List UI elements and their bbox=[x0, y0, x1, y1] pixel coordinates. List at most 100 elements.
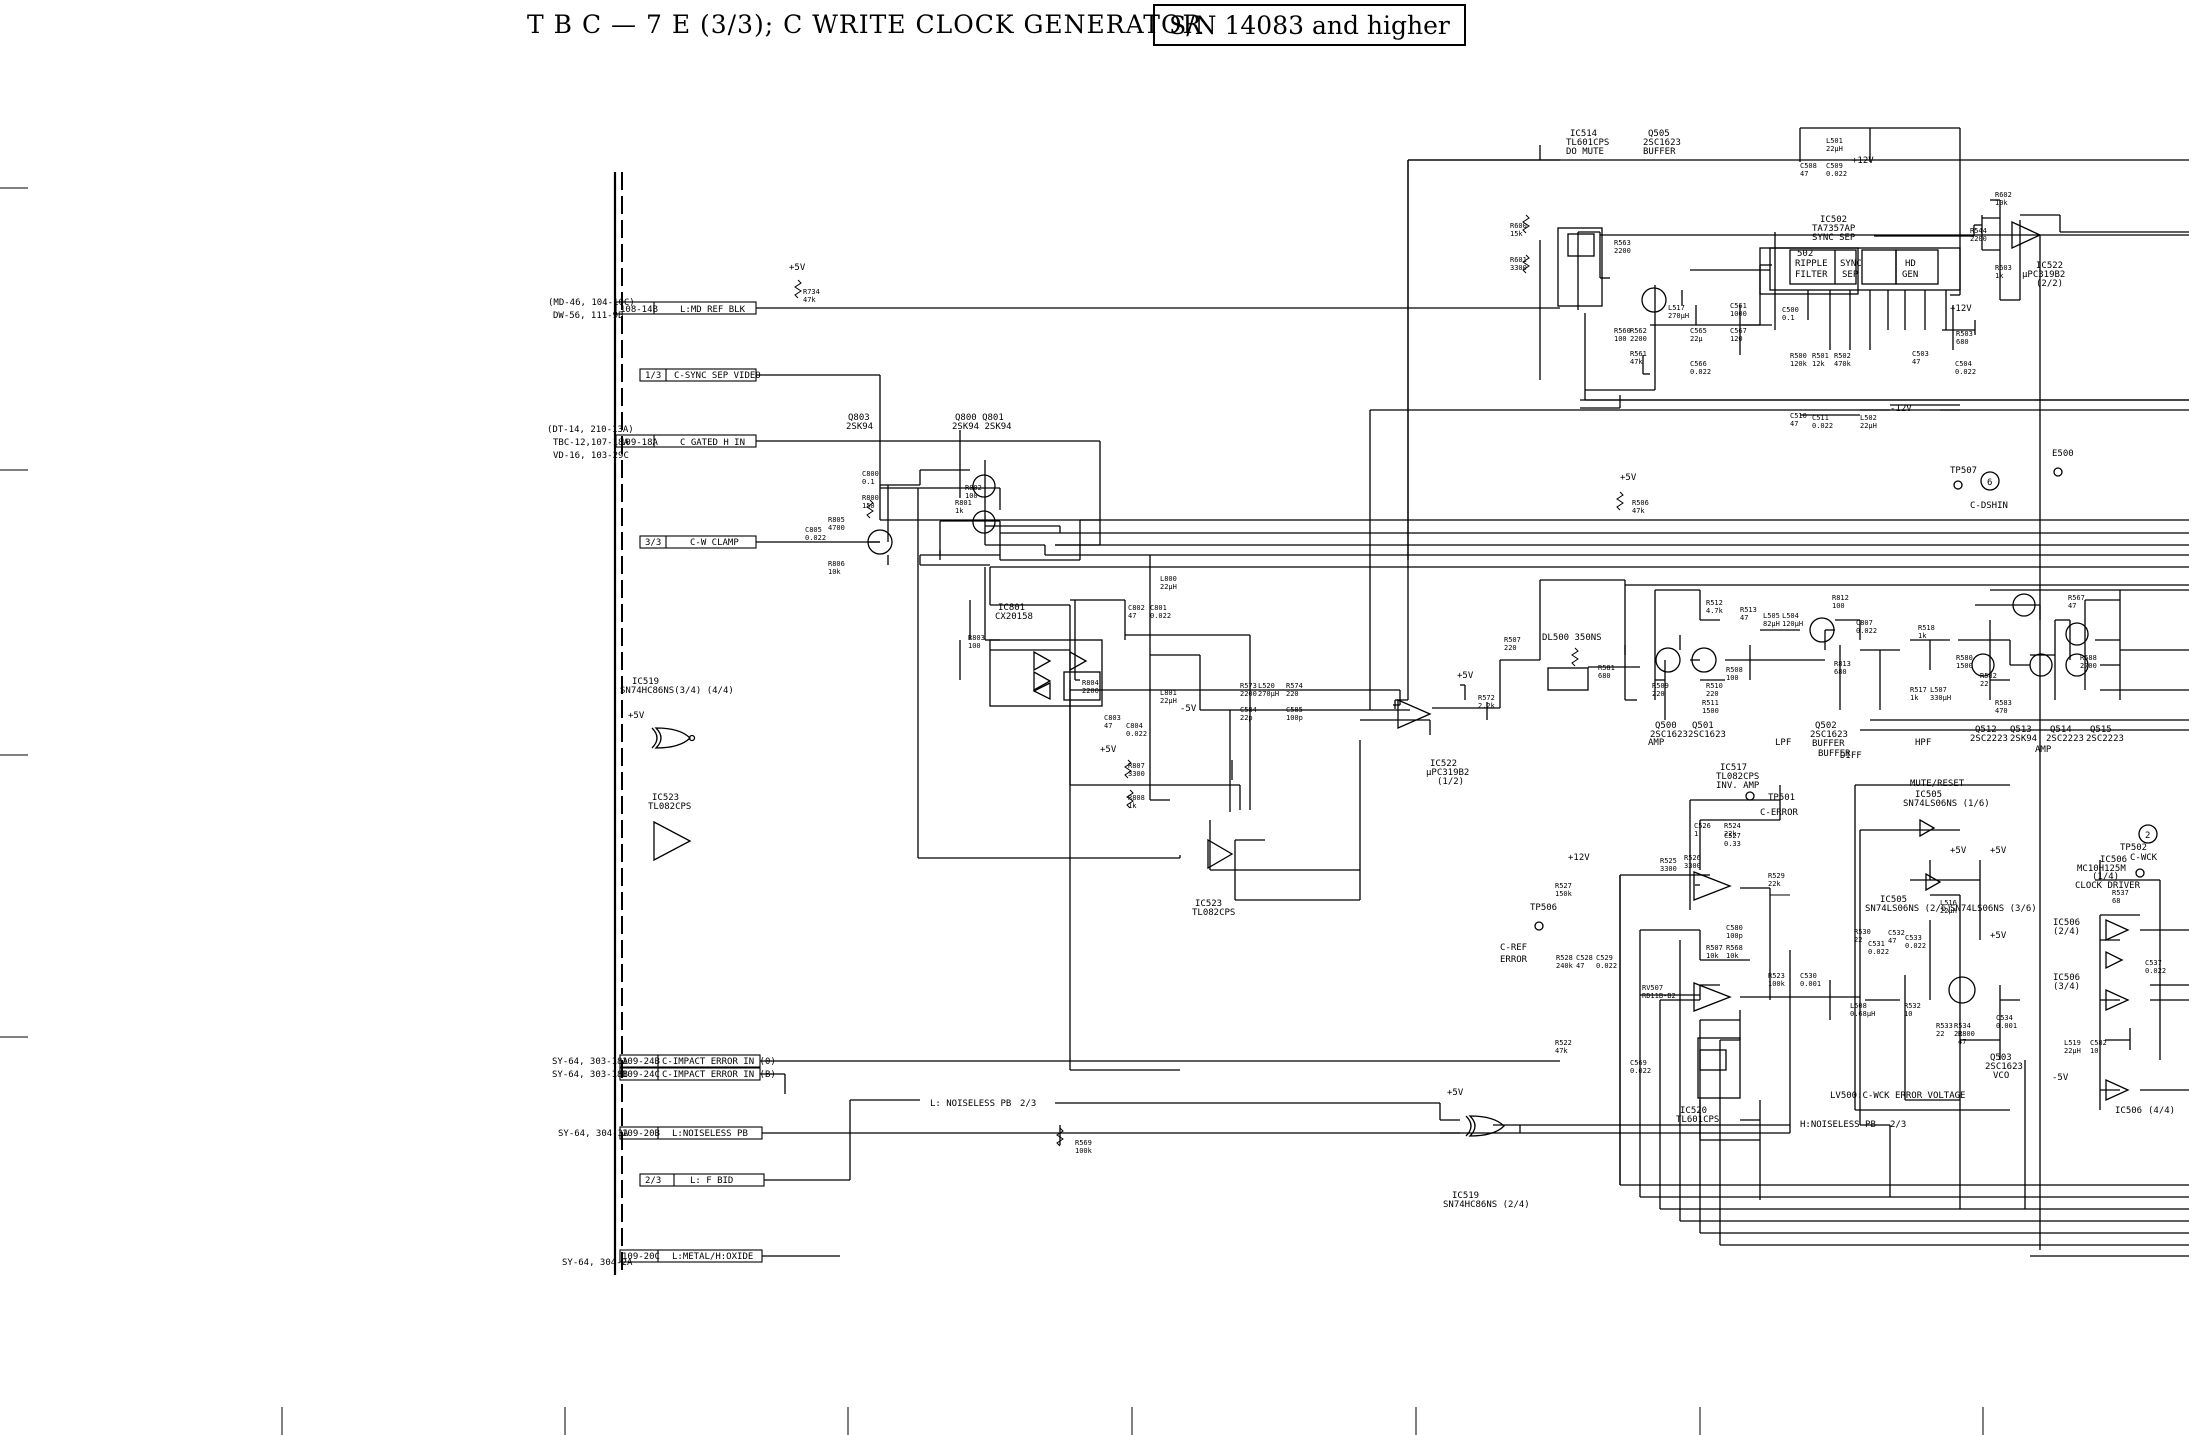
q513-label-1: Q513 bbox=[2010, 725, 2032, 735]
component-value: 3300 bbox=[1660, 865, 1677, 873]
input-conn-8: 2/3 bbox=[645, 1176, 661, 1186]
component-value: 220 bbox=[1652, 690, 1665, 698]
component-ref: C565 bbox=[1690, 327, 1707, 335]
component-value: 22µH bbox=[2064, 1047, 2081, 1055]
signal-wires bbox=[756, 127, 2189, 1257]
q500-label-2: 2SC1623 bbox=[1650, 730, 1688, 740]
component-ref: L517 bbox=[1668, 304, 1685, 312]
component-value: 22µH bbox=[1940, 907, 1957, 915]
supply-5v-i: +5V bbox=[1990, 931, 2007, 941]
ic522-b-symbol bbox=[1397, 699, 1432, 729]
component-value: 0.022 bbox=[1826, 170, 1847, 178]
component-ref: C582 bbox=[2090, 1039, 2107, 1047]
ic520-body bbox=[1697, 1037, 1741, 1099]
component-value: 1k bbox=[1918, 632, 1927, 640]
ic502-block-hd: HD bbox=[1905, 259, 1916, 269]
component-ref: C801 bbox=[1150, 604, 1167, 612]
component-value: 47 bbox=[1740, 614, 1748, 622]
component-value: 22 bbox=[1854, 936, 1862, 944]
input-name-9: L:METAL/H:OXIDE bbox=[672, 1252, 753, 1262]
component-ref: C534 bbox=[1996, 1014, 2013, 1022]
component-ref: R503 bbox=[1956, 330, 1973, 338]
component-value: 47 bbox=[1912, 358, 1920, 366]
component-ref: R601 bbox=[1510, 256, 1527, 264]
supply-5v-d: +5V bbox=[1100, 745, 1117, 755]
component-ref: C800 bbox=[862, 470, 879, 478]
component-ref: R522 bbox=[1555, 1039, 1572, 1047]
ic502-block-sync: SYNC bbox=[1840, 259, 1862, 269]
component-ref: C537 bbox=[2145, 959, 2162, 967]
component-value: 100 bbox=[1614, 335, 1627, 343]
input-name-8: L: F BID bbox=[690, 1176, 733, 1186]
input-name-2: C-SYNC SEP VIDEO bbox=[674, 371, 761, 381]
component-value: 0.1 bbox=[862, 478, 875, 486]
component-ref: L519 bbox=[2064, 1039, 2081, 1047]
input-conn-2: 1/3 bbox=[645, 371, 661, 381]
ic522b-label-3: (1/2) bbox=[1437, 777, 1464, 787]
component-ref: R600 bbox=[1510, 222, 1527, 230]
ic522b-label-2: µPC319B2 bbox=[1426, 768, 1469, 778]
ic801-label-1: IC801 bbox=[998, 603, 1025, 613]
c-ref-error-label-1: C-REF bbox=[1500, 943, 1527, 953]
q514-label-1: Q514 bbox=[2050, 725, 2072, 735]
supply-5v-c: +5V bbox=[1457, 671, 1474, 681]
q505-label-3: BUFFER bbox=[1643, 147, 1676, 157]
ic505-label-1: MUTE/RESET bbox=[1910, 779, 1965, 789]
component-ref: R507 bbox=[1504, 636, 1521, 644]
component-ref: C500 bbox=[1782, 306, 1799, 314]
c-dshin-label: C-DSHIN bbox=[1970, 501, 2008, 511]
component-value: 1k bbox=[955, 507, 964, 515]
component-ref: R560 bbox=[1614, 327, 1631, 335]
component-value: 47 bbox=[1576, 962, 1584, 970]
component-value: 680 bbox=[1598, 672, 1611, 680]
ic514-label-2: TL601CPS bbox=[1566, 138, 1609, 148]
component-value: 470k bbox=[1834, 360, 1852, 368]
component-value: 220 bbox=[1286, 690, 1299, 698]
q502-label-3: BUFFER bbox=[1812, 739, 1845, 749]
e500-label: E500 bbox=[2052, 449, 2074, 459]
lv-note: LV500:C-WCK ERROR VOLTAGE bbox=[1830, 1091, 1965, 1101]
component-ref: C567 bbox=[1730, 327, 1747, 335]
stage-lpf: LPF bbox=[1775, 738, 1791, 748]
stage-diff: DIFF bbox=[1840, 751, 1862, 761]
stage-amp-1: AMP bbox=[1648, 738, 1665, 748]
component-value: 4.7k bbox=[1706, 607, 1724, 615]
ic522-a-symbol bbox=[2011, 220, 2042, 250]
ic506-label-4: CLOCK DRIVER bbox=[2075, 881, 2141, 891]
component-ref: R525 bbox=[1660, 857, 1677, 865]
ic505-label-2: IC505 bbox=[1915, 790, 1942, 800]
ic502-label-1: IC502 bbox=[1820, 215, 1847, 225]
q503-label-3: VCO bbox=[1993, 1071, 2009, 1081]
component-value: 2200 bbox=[1614, 247, 1631, 255]
